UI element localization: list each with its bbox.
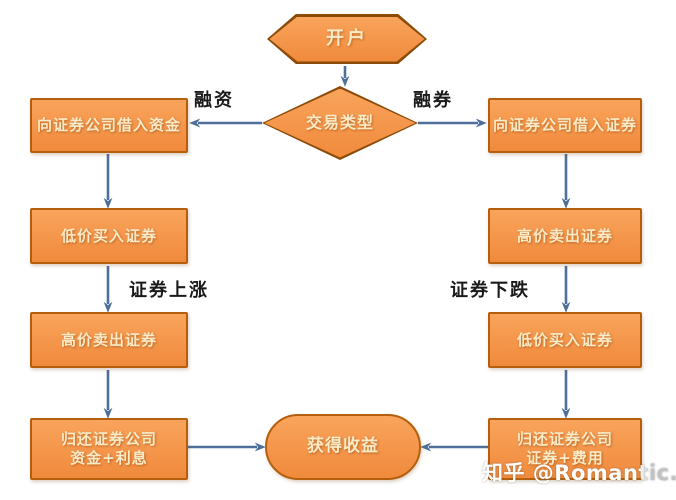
watermark: 知乎 @Romantic. [482,457,676,487]
right-step-repay-line2: 证券+费用 [526,449,604,468]
left-step-borrow-funds-label: 向证券公司借入资金 [36,116,181,135]
right-step-repay-line1: 归还证券公司 [516,430,613,449]
start-node-fill: 开户 [269,16,425,62]
right-condition-label: 证券下跌 [450,280,530,301]
right-step-sell-high-label: 高价卖出证券 [516,226,613,245]
right-step-buy-low-label: 低价买入证券 [516,330,613,349]
decision-node-label: 交易类型 [305,113,374,132]
right-step-repay: 归还证券公司 证券+费用 [488,418,642,480]
left-step-sell-high-label: 高价卖出证券 [60,330,157,349]
left-step-sell-high: 高价卖出证券 [30,312,188,368]
branch-label-financing: 融资 [194,90,234,111]
left-condition-label: 证券上涨 [129,280,209,301]
left-step-buy-low-label: 低价买入证券 [60,226,157,245]
end-node-label: 获得收益 [307,436,379,457]
left-step-repay: 归还证券公司 资金+利息 [30,418,188,480]
left-step-repay-line2: 资金+利息 [70,449,148,467]
end-node: 获得收益 [265,414,421,480]
left-step-repay-line1: 归还证券公司 [60,430,157,449]
right-step-borrow-securities-label: 向证券公司借入证券 [492,116,637,135]
start-node-label: 开户 [326,27,368,49]
right-step-buy-low: 低价买入证券 [488,312,642,368]
start-node: 开户 [267,14,427,64]
left-step-borrow-funds: 向证券公司借入资金 [30,98,188,153]
right-step-sell-high: 高价卖出证券 [488,208,642,264]
right-step-borrow-securities: 向证券公司借入证券 [488,98,642,153]
branch-label-securities-lending: 融券 [413,90,453,111]
left-step-buy-low: 低价买入证券 [30,208,188,264]
